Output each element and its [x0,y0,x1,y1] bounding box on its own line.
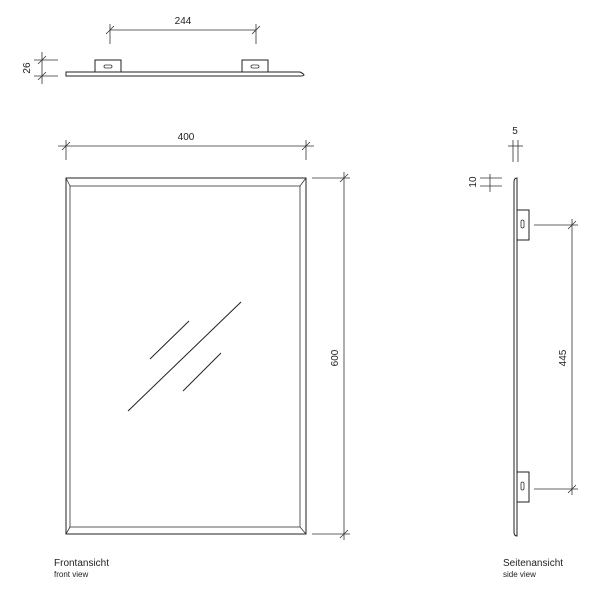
dim-side-thickness: 5 [508,126,523,162]
side-view-caption: Seitenansicht side view [503,558,563,579]
side-view-mirror-edge [513,177,518,537]
dim-front-height-label: 600 [330,349,341,366]
top-view-mirror-edge [65,71,305,77]
front-view: 400 600 [58,132,350,540]
top-view-bracket-right [241,59,269,73]
side-view-bracket-bottom-slot [520,481,525,491]
top-view-bracket-left [94,59,122,73]
dim-front-height: 600 [312,172,350,540]
side-view-bracket-top [516,209,530,241]
side-view-bracket-top-slot [520,219,525,229]
side-view-caption-en: side view [503,569,536,579]
front-view-mirror-inner [69,185,301,528]
top-view: 244 26 [22,16,305,84]
front-view-caption-de: Frontansicht [54,558,110,569]
front-view-mirror-outer [65,177,307,535]
top-view-bracket-right-slot [250,64,260,69]
dim-top-width-label: 244 [175,16,192,27]
dim-side-thickness-label: 5 [512,126,518,137]
dim-front-width: 400 [58,132,314,160]
dim-top-width: 244 [105,16,261,44]
mirror-reflection-marks [127,301,242,412]
dim-side-offset: 10 [468,174,502,192]
front-view-caption-en: front view [54,569,89,579]
dim-side-offset-label: 10 [468,176,479,188]
front-view-caption: Frontansicht front view [54,558,109,579]
top-view-bracket-left-slot [103,64,113,69]
dim-top-thickness: 26 [22,52,58,84]
dim-side-bracket-spacing-label: 445 [558,349,569,366]
dim-front-width-label: 400 [178,132,195,143]
side-view: 5 10 445 [468,126,578,537]
dim-top-thickness-label: 26 [22,62,33,74]
side-view-caption-de: Seitenansicht [503,558,564,569]
dim-side-bracket-spacing: 445 [534,219,578,495]
side-view-bracket-bottom [516,471,530,503]
